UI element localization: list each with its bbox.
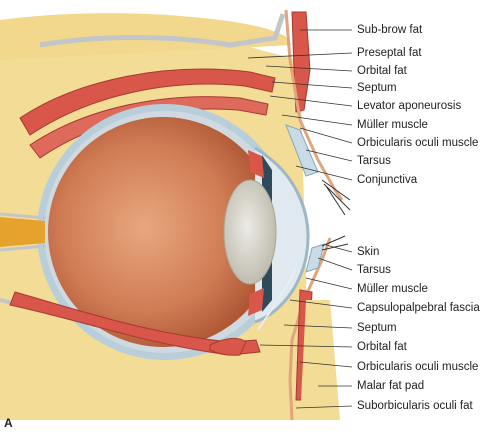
label-tarsus-upper: Tarsus <box>357 155 391 167</box>
lower-lid-skin <box>288 237 332 421</box>
lens <box>223 179 277 285</box>
label-levator-aponeurosis: Levator aponeurosis <box>357 100 462 112</box>
label-muller-muscle-upper: Müller muscle <box>357 119 428 131</box>
optic-nerve <box>0 217 45 247</box>
label-orbicularis-upper: Orbicularis oculi muscle <box>357 137 479 149</box>
label-orbital-fat-lower: Orbital fat <box>357 341 407 353</box>
label-sub-brow-fat: Sub-brow fat <box>357 24 423 36</box>
lower-leader-lines <box>259 244 353 409</box>
inferior-rectus <box>9 291 261 356</box>
label-malar-fat-pad: Malar fat pad <box>357 380 425 392</box>
orbital-roof-bone <box>39 13 286 48</box>
label-conjunctiva: Conjunctiva <box>357 174 418 186</box>
septum-lower-line <box>257 269 297 331</box>
ciliary-body-upper <box>248 150 264 178</box>
brow-orbicularis <box>291 11 311 113</box>
label-muller-muscle-lower: Müller muscle <box>357 283 428 295</box>
optic-nerve-sheath <box>0 212 47 252</box>
label-orbital-fat-upper: Orbital fat <box>357 65 407 77</box>
upper-leader-lines <box>247 29 353 181</box>
label-preseptal-fat: Preseptal fat <box>357 47 422 59</box>
label-orbicularis-lower: Orbicularis oculi muscle <box>357 361 479 373</box>
label-suborbicularis-oculi-fat: Suborbicularis oculi fat <box>357 400 473 412</box>
panel-letter: A <box>4 416 13 430</box>
ciliary-body-lower <box>248 288 264 316</box>
levator-muscle <box>19 68 276 136</box>
upper-lid-skin <box>284 9 344 201</box>
label-capsulopalpebral-fascia: Capsulopalpebral fascia <box>357 302 480 314</box>
globe-interior <box>48 117 278 347</box>
lower-tarsus <box>305 243 325 273</box>
upper-tarsus <box>285 124 319 177</box>
inferior-oblique <box>209 337 247 356</box>
lower-eyelashes <box>321 235 349 251</box>
label-skin: Skin <box>357 246 380 258</box>
label-tarsus-lower: Tarsus <box>357 264 391 276</box>
upper-eyelashes <box>321 179 351 216</box>
label-septum-upper: Septum <box>357 82 397 94</box>
label-septum-lower: Septum <box>357 322 397 334</box>
malar-fat-pad <box>300 300 340 420</box>
